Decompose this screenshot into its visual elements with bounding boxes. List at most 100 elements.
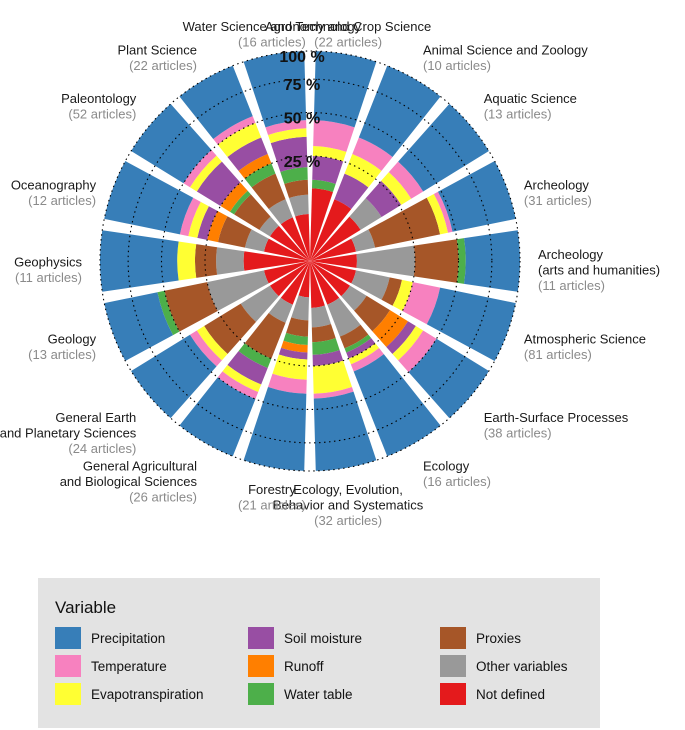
bar-segment-archeology-arts-and-humanities-precipitation bbox=[464, 230, 520, 292]
bar-segment-plant-science-temperature bbox=[213, 116, 256, 145]
bar-segment-agronomy-and-crop-science-evapotranspiration bbox=[312, 146, 347, 162]
legend-item-water-table: Water table bbox=[248, 683, 353, 705]
bar-segment-general-agricultural-and-biological-sciences-water-table bbox=[238, 343, 272, 368]
bar-segment-geology-water-table bbox=[157, 290, 180, 336]
legend-swatch bbox=[248, 683, 274, 705]
bar-segment-earth-surface-processes-temperature bbox=[398, 330, 437, 373]
legend-label: Evapotranspiration bbox=[91, 686, 204, 702]
category-labels: Agronomy and Crop Science(22 articles)An… bbox=[0, 19, 660, 528]
category-label-earth-surface-processes: Earth-Surface Processes(38 articles) bbox=[484, 410, 629, 441]
legend-swatch bbox=[55, 683, 81, 705]
category-name: Atmospheric Science bbox=[524, 332, 646, 347]
bar-segment-forestry-other-variables bbox=[291, 295, 309, 321]
bar-segment-general-agricultural-and-biological-sciences-temperature bbox=[217, 371, 259, 400]
bar-segment-ecology-evolution-behavior-and-systematics-other-variables bbox=[311, 305, 331, 328]
bar-segment-plant-science-soil-moisture bbox=[227, 137, 268, 171]
gridline-75 bbox=[127, 78, 493, 444]
legend-item-temperature: Temperature bbox=[55, 655, 167, 677]
bar-segment-water-science-and-technology-other-variables bbox=[289, 194, 309, 217]
bar-segment-plant-science-not-defined bbox=[280, 217, 310, 261]
polar-stacked-bar-chart: 25 %50 %75 %100 % Agronomy and Crop Scie… bbox=[0, 19, 660, 528]
bar-segment-archeology-temperature bbox=[433, 191, 453, 233]
bar-segment-ecology-other-variables bbox=[327, 297, 361, 337]
category-name: Agronomy and Crop Science bbox=[265, 19, 431, 34]
bar-segment-archeology-arts-and-humanities-proxies bbox=[413, 239, 459, 283]
category-count: (52 articles) bbox=[68, 106, 136, 121]
bar-segment-general-earth-and-planetary-sciences-precipitation bbox=[131, 334, 217, 419]
bar-segment-geophysics-evapotranspiration bbox=[177, 241, 197, 281]
bar-segment-oceanography-soil-moisture bbox=[197, 206, 218, 240]
bar-segment-oceanography-evapotranspiration bbox=[188, 201, 209, 238]
legend-swatch bbox=[440, 627, 466, 649]
legend-swatch bbox=[440, 655, 466, 677]
legend-item-soil-moisture: Soil moisture bbox=[248, 627, 362, 649]
radial-tick-labels: 25 %50 %75 %100 % bbox=[279, 49, 324, 171]
bar-segment-forestry-runoff bbox=[281, 340, 308, 353]
bar-segment-general-earth-and-planetary-sciences-not-defined bbox=[269, 261, 310, 297]
category-count: (11 articles) bbox=[15, 270, 82, 285]
bar-segment-forestry-proxies bbox=[286, 317, 309, 337]
bar-segment-atmospheric-science-evapotranspiration bbox=[392, 279, 413, 311]
category-count: (32 articles) bbox=[314, 513, 382, 528]
category-name: Oceanography bbox=[11, 177, 97, 192]
bar-segment-general-agricultural-and-biological-sciences-soil-moisture bbox=[227, 351, 268, 385]
category-name: Earth-Surface Processes bbox=[484, 410, 629, 425]
bar-segment-atmospheric-science-precipitation bbox=[426, 287, 516, 361]
category-name: Water Science and Technology bbox=[183, 19, 362, 34]
bar-segment-ecology-evapotranspiration bbox=[348, 343, 380, 365]
category-name: Archeology bbox=[524, 177, 590, 192]
bar-segments bbox=[100, 51, 520, 471]
bar-segment-forestry-temperature bbox=[268, 373, 307, 394]
category-label-archeology-arts-and-humanities: Archeology(arts and humanities)(11 artic… bbox=[538, 247, 660, 293]
category-label-water-science-and-technology: Water Science and Technology(16 articles… bbox=[183, 19, 362, 50]
legend-label: Water table bbox=[284, 686, 353, 702]
bar-segment-earth-surface-processes-soil-moisture bbox=[386, 321, 416, 354]
category-name: Geophysics bbox=[14, 255, 82, 270]
category-count: (21 articles) bbox=[238, 498, 306, 513]
bar-segment-atmospheric-science-proxies bbox=[381, 277, 402, 306]
bar-segment-agronomy-and-crop-science-precipitation bbox=[313, 51, 377, 128]
bar-segment-general-agricultural-and-biological-sciences-not-defined bbox=[280, 261, 310, 305]
category-name: (arts and humanities) bbox=[538, 262, 660, 277]
bar-segment-ecology-proxies bbox=[339, 324, 369, 349]
category-label-ecology: Ecology(16 articles) bbox=[423, 458, 491, 489]
bar-segment-oceanography-other-variables bbox=[244, 229, 269, 252]
category-count: (81 articles) bbox=[524, 347, 592, 362]
legend-label: Other variables bbox=[476, 658, 568, 674]
bar-segment-ecology-evolution-behavior-and-systematics-water-table bbox=[312, 338, 340, 355]
category-name: Ecology bbox=[423, 458, 470, 473]
bar-segment-water-science-and-technology-precipitation bbox=[243, 51, 307, 128]
bar-segment-forestry-water-table bbox=[283, 332, 308, 345]
legend-item-other-variables: Other variables bbox=[440, 655, 568, 677]
bar-segment-atmospheric-science-other-variables bbox=[351, 270, 390, 300]
bar-segment-forestry-not-defined bbox=[298, 261, 310, 298]
bar-segment-earth-surface-processes-evapotranspiration bbox=[392, 326, 424, 361]
legend-swatch bbox=[248, 655, 274, 677]
bar-segment-agronomy-and-crop-science-water-table bbox=[312, 179, 336, 192]
bar-segment-ecology-water-table bbox=[344, 334, 372, 353]
bar-segment-forestry-soil-moisture bbox=[278, 347, 308, 360]
bar-segment-atmospheric-science-temperature bbox=[402, 282, 441, 325]
bar-segment-animal-science-and-zoology-temperature bbox=[352, 137, 393, 171]
category-label-aquatic-science: Aquatic Science(13 articles) bbox=[484, 91, 577, 122]
bar-segment-archeology-arts-and-humanities-not-defined bbox=[310, 254, 357, 268]
gridline-25 bbox=[204, 155, 416, 367]
bar-segment-paleontology-not-defined bbox=[269, 225, 310, 261]
category-count: (31 articles) bbox=[524, 193, 592, 208]
bar-segment-geophysics-proxies bbox=[194, 244, 218, 278]
bar-segment-aquatic-science-soil-moisture bbox=[365, 180, 402, 218]
legend-title: Variable bbox=[55, 598, 117, 617]
bar-segment-plant-science-proxies bbox=[251, 173, 286, 209]
bar-segment-forestry-evapotranspiration bbox=[272, 354, 308, 380]
legend-label: Proxies bbox=[476, 630, 522, 646]
legend-label: Precipitation bbox=[91, 630, 166, 646]
bar-segment-paleontology-proxies bbox=[234, 194, 271, 230]
category-count: (13 articles) bbox=[28, 347, 96, 362]
tick-label-75: 75 % bbox=[284, 77, 320, 94]
bar-segment-earth-surface-processes-not-defined bbox=[310, 261, 351, 297]
bar-segment-ecology-evolution-behavior-and-systematics-soil-moisture bbox=[312, 350, 344, 366]
bar-segment-ecology-temperature bbox=[350, 348, 384, 372]
bar-segment-ecology-precipitation bbox=[353, 354, 441, 457]
legend-swatch bbox=[55, 627, 81, 649]
